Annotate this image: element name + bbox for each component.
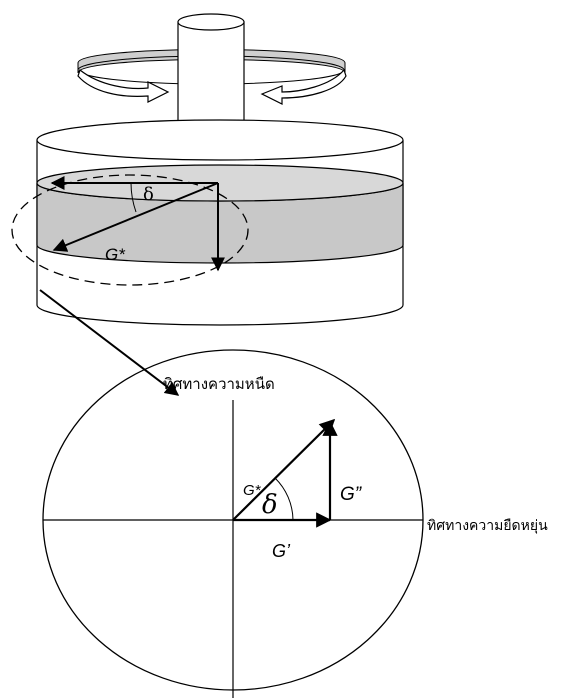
left-rotation-arrow (77, 68, 170, 103)
top-vectors (50, 176, 225, 272)
rotation-arrows (77, 49, 347, 105)
delta-arc (274, 477, 294, 521)
g-star-label-top: G* (105, 245, 126, 264)
zoom-connector (39, 289, 180, 396)
delta-label-top: δ (143, 184, 154, 205)
top-delta-arc (130, 182, 137, 213)
right-rotation-arrow (260, 68, 347, 105)
g-star-vector (232, 418, 336, 521)
g-prime-label: G’ (272, 541, 291, 561)
phase-vectors (232, 418, 338, 528)
sample-cylinder (36, 119, 404, 326)
zoom-region (11, 174, 249, 286)
g-star-label: G* (243, 482, 262, 499)
delta-label: δ (262, 490, 278, 520)
elastic-axis-label: ทิศทางความยืดหยุ่น (427, 517, 548, 534)
g-double-prime-label: G” (340, 484, 363, 505)
top-g-star-vector (52, 182, 219, 252)
viscous-axis-label: ทิศทางความหนืด (163, 376, 275, 393)
